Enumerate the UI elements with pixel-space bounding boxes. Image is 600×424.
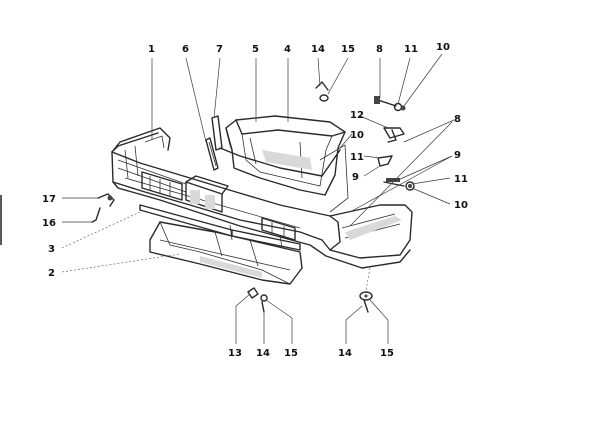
callout-labels: 1 6 7 5 4 14 15 8 11 10 12 10 8 11 9 9 1… bbox=[42, 42, 468, 359]
callout-2: 2 bbox=[48, 268, 55, 279]
callout-14-top: 14 bbox=[311, 44, 325, 55]
callout-15-top: 15 bbox=[341, 44, 355, 55]
callout-14-bottom-left: 14 bbox=[256, 348, 270, 359]
callout-1: 1 bbox=[148, 44, 155, 55]
callout-7: 7 bbox=[216, 44, 223, 55]
callout-8-right: 8 bbox=[454, 114, 461, 125]
callout-3: 3 bbox=[48, 244, 55, 255]
callout-11-mid: 11 bbox=[350, 152, 364, 163]
bumper-shell bbox=[111, 127, 413, 269]
callout-11-top: 11 bbox=[404, 44, 418, 55]
callout-5: 5 bbox=[252, 44, 259, 55]
callout-10-top: 10 bbox=[436, 42, 450, 53]
reinforcement-bar bbox=[139, 204, 301, 251]
callout-16: 16 bbox=[42, 218, 56, 229]
callout-17: 17 bbox=[42, 194, 56, 205]
callout-15-bottom-right: 15 bbox=[380, 348, 394, 359]
callout-11-right: 11 bbox=[454, 174, 468, 185]
callout-9-right: 9 bbox=[454, 150, 461, 161]
bumper-frame bbox=[219, 115, 349, 213]
grille-openings bbox=[141, 171, 296, 241]
callout-4: 4 bbox=[284, 44, 291, 55]
callout-6: 6 bbox=[182, 44, 189, 55]
callout-10-right: 10 bbox=[454, 200, 468, 211]
left-bracket bbox=[91, 193, 115, 223]
side-strips bbox=[205, 115, 223, 171]
callout-10-mid: 10 bbox=[350, 130, 364, 141]
callout-13: 13 bbox=[228, 348, 242, 359]
callout-14-bottom-right: 14 bbox=[338, 348, 352, 359]
callout-8-top: 8 bbox=[376, 44, 383, 55]
right-hardware bbox=[315, 81, 415, 191]
leader-lines bbox=[61, 53, 455, 344]
bottom-fasteners bbox=[247, 287, 373, 313]
lower-spoiler bbox=[149, 221, 303, 285]
callout-12: 12 bbox=[350, 110, 364, 121]
callout-9-mid: 9 bbox=[352, 172, 359, 183]
callout-15-bottom-left: 15 bbox=[284, 348, 298, 359]
